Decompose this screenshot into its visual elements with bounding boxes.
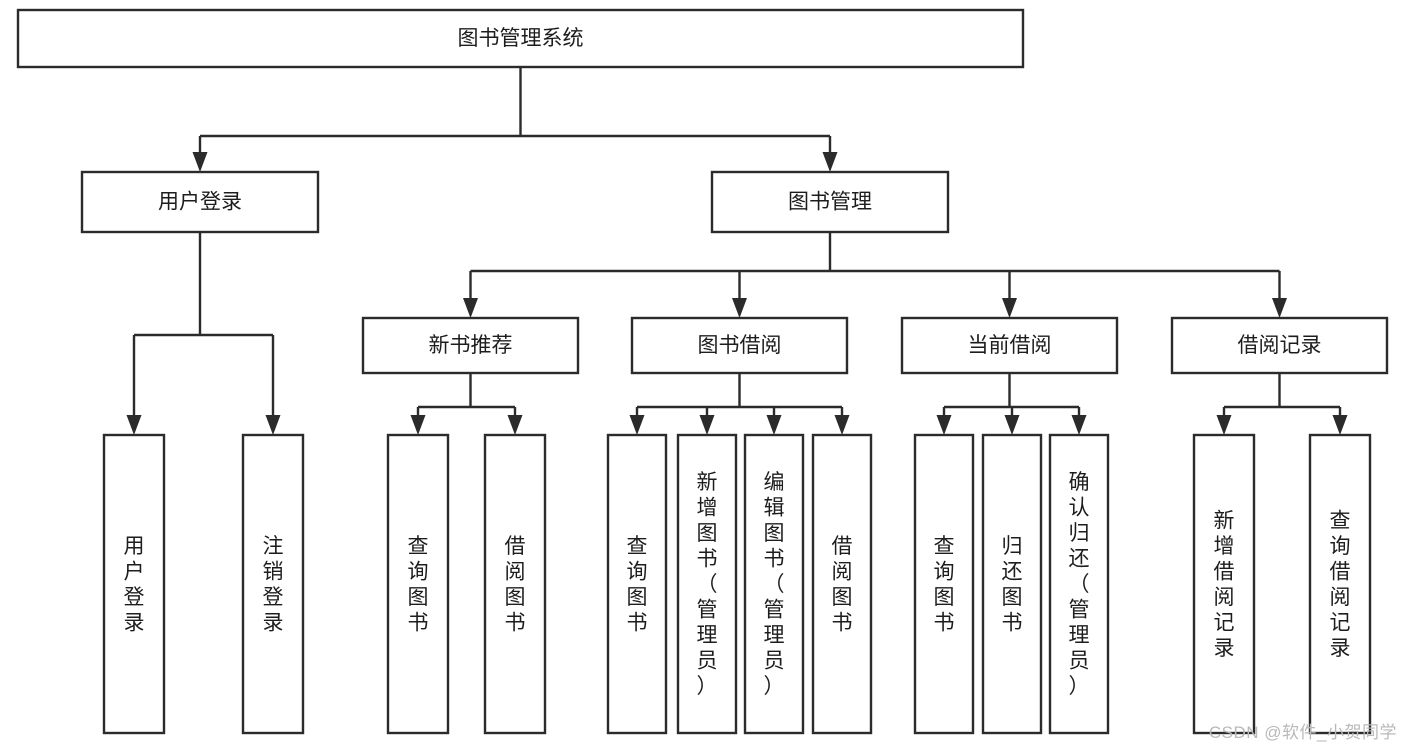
node-leaf-borrow-book-2[interactable]: 借阅图书 [811,433,873,735]
node-label-leaf-query-book-1: 查询图书 [408,535,429,635]
node-leaf-edit-book[interactable]: 编辑图书（管理员） [743,433,805,735]
node-label-leaf-query-record: 查询借阅记录 [1330,509,1351,660]
node-root[interactable]: 图书管理系统 [16,8,1025,69]
node-label-new-book-recommend: 新书推荐 [429,334,513,357]
node-box-book-borrow[interactable] [630,316,849,375]
node-label-borrow-record: 借阅记录 [1238,334,1322,357]
node-leaf-return-book[interactable]: 归还图书 [981,433,1043,735]
node-box-leaf-logout[interactable] [241,433,305,735]
node-label-leaf-logout: 注销登录 [263,535,284,635]
node-label-current-borrow: 当前借阅 [968,334,1052,357]
node-box-borrow-record[interactable] [1170,316,1389,375]
node-label-leaf-borrow-book-2: 借阅图书 [832,535,853,635]
node-box-root[interactable] [16,8,1025,69]
node-book-borrow[interactable]: 图书借阅 [630,316,849,375]
node-box-leaf-confirm-return[interactable] [1048,433,1110,735]
node-box-book-manage[interactable] [710,170,950,234]
watermark-text: CSDN @软件_小贺同学 [1208,723,1397,742]
node-user-login[interactable]: 用户登录 [80,170,320,234]
node-box-leaf-user-login[interactable] [102,433,166,735]
node-leaf-query-book-1[interactable]: 查询图书 [386,433,450,735]
node-book-manage[interactable]: 图书管理 [710,170,950,234]
connector-group-user-login [126,232,281,435]
connector-group-book-borrow [629,373,850,435]
node-label-leaf-add-record: 新增借阅记录 [1214,509,1235,660]
node-leaf-add-record[interactable]: 新增借阅记录 [1192,433,1256,735]
node-box-leaf-query-book-3[interactable] [913,433,975,735]
node-label-leaf-add-book: 新增图书（管理员） [697,471,718,698]
node-box-user-login[interactable] [80,170,320,234]
node-box-leaf-borrow-book-1[interactable] [483,433,547,735]
edges-layer [126,67,1348,435]
node-label-leaf-user-login: 用户登录 [124,535,145,635]
node-leaf-confirm-return[interactable]: 确认归还（管理员） [1048,433,1110,735]
node-box-leaf-add-record[interactable] [1192,433,1256,735]
node-leaf-query-book-2[interactable]: 查询图书 [606,433,668,735]
node-box-leaf-query-book-1[interactable] [386,433,450,735]
connector-group-current-borrow [936,373,1087,435]
connector-group-new-book-recommend [410,373,523,435]
node-leaf-user-login[interactable]: 用户登录 [102,433,166,735]
node-box-current-borrow[interactable] [900,316,1119,375]
node-leaf-query-book-3[interactable]: 查询图书 [913,433,975,735]
node-label-leaf-return-book: 归还图书 [1002,535,1023,635]
node-leaf-query-record[interactable]: 查询借阅记录 [1308,433,1372,735]
node-label-book-borrow: 图书借阅 [698,334,782,357]
node-label-root: 图书管理系统 [458,27,584,50]
node-leaf-add-book[interactable]: 新增图书（管理员） [676,433,738,735]
node-label-leaf-query-book-3: 查询图书 [934,535,955,635]
node-label-book-manage: 图书管理 [788,191,872,214]
node-box-new-book-recommend[interactable] [361,316,580,375]
node-box-leaf-add-book[interactable] [676,433,738,735]
node-box-leaf-query-record[interactable] [1308,433,1372,735]
node-box-leaf-return-book[interactable] [981,433,1043,735]
connector-group-root [192,67,838,172]
node-box-leaf-query-book-2[interactable] [606,433,668,735]
node-label-leaf-confirm-return: 确认归还（管理员） [1069,471,1090,698]
connector-group-borrow-record [1216,373,1348,435]
node-new-book-recommend[interactable]: 新书推荐 [361,316,580,375]
node-borrow-record[interactable]: 借阅记录 [1170,316,1389,375]
node-label-leaf-edit-book: 编辑图书（管理员） [764,471,785,698]
node-label-user-login: 用户登录 [158,191,242,214]
node-current-borrow[interactable]: 当前借阅 [900,316,1119,375]
node-label-leaf-query-book-2: 查询图书 [627,535,648,635]
node-label-leaf-borrow-book-1: 借阅图书 [505,535,526,635]
nodes-layer: 图书管理系统用户登录图书管理新书推荐图书借阅当前借阅借阅记录用户登录注销登录查询… [16,8,1389,735]
node-box-leaf-edit-book[interactable] [743,433,805,735]
node-leaf-borrow-book-1[interactable]: 借阅图书 [483,433,547,735]
node-leaf-logout[interactable]: 注销登录 [241,433,305,735]
connector-group-book-manage [463,232,1287,318]
node-box-leaf-borrow-book-2[interactable] [811,433,873,735]
